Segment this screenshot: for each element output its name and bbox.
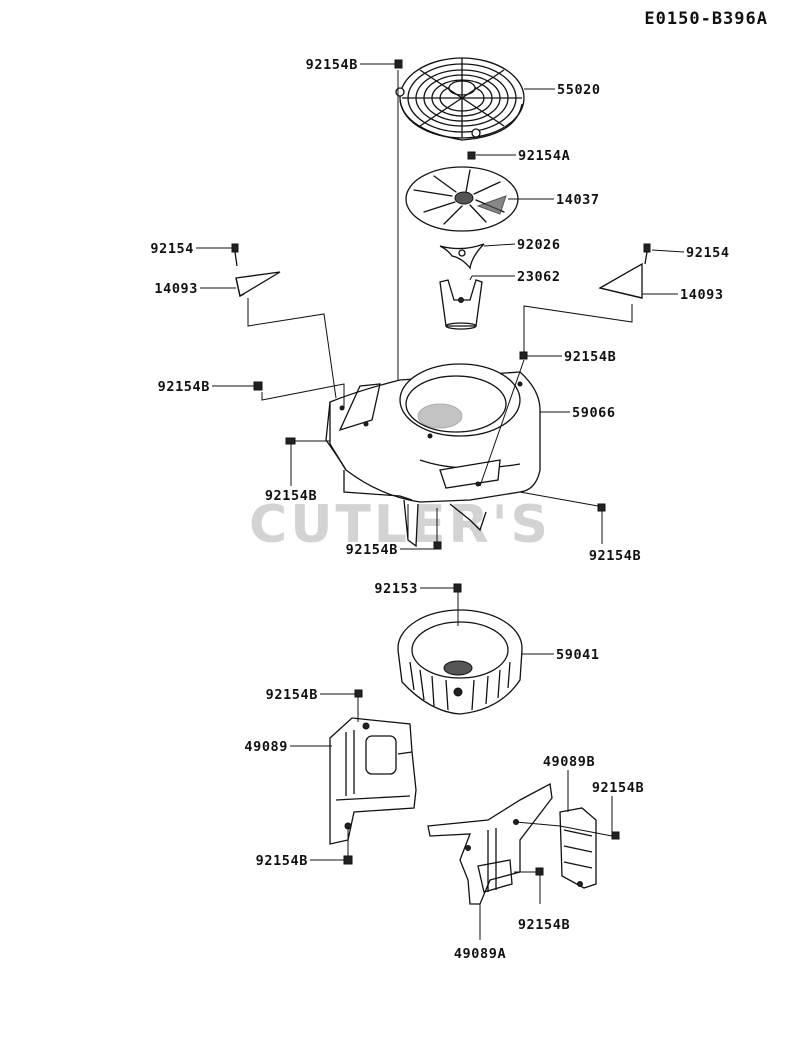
part-labels: 92154B 55020 92154A 14037 92154 14093 92… (150, 57, 729, 962)
label-screw-housing-right: 92154B (564, 349, 616, 365)
part-cover-49089a (427, 782, 553, 905)
part-cover-49089b (559, 807, 597, 889)
label-clamp-right: 14093 (680, 287, 724, 303)
label-cover-a: 49089A (454, 946, 506, 962)
part-clamp-left-14093 (231, 243, 281, 298)
label-flywheel: 59041 (556, 647, 600, 663)
label-housing: 59066 (572, 405, 616, 421)
part-fan-14037 (405, 166, 519, 232)
label-screw-right: 92154 (686, 245, 730, 261)
label-screw-cover-a: 92154B (518, 917, 570, 933)
part-flywheel-59041 (397, 609, 523, 715)
label-screw-a: 92154A (518, 148, 570, 164)
label-screw-cover-bottom: 92154B (256, 853, 308, 869)
watermark: CUTLER'S (249, 495, 551, 555)
diagram-code: E0150-B396A (644, 9, 768, 29)
label-fan: 14037 (556, 192, 600, 208)
label-screw-top: 92154B (306, 57, 358, 73)
label-plate: 92026 (517, 237, 561, 253)
part-clamp-right-14093 (598, 243, 651, 299)
label-screw-housing-bottom: 92154B (346, 542, 398, 558)
label-cover-left: 49089 (244, 739, 288, 755)
label-screw-housing-lower-left: 92154B (265, 488, 317, 504)
leader-lines (196, 63, 685, 940)
part-cover-49089 (329, 717, 417, 845)
label-screw-housing-lower-right: 92154B (589, 548, 641, 564)
label-screw-cover-top: 92154B (266, 687, 318, 703)
label-screw-flywheel: 92153 (374, 581, 418, 597)
label-cone: 23062 (517, 269, 561, 285)
label-screw-cover-b: 92154B (592, 780, 644, 796)
label-screen: 55020 (557, 82, 601, 98)
label-screw-housing-left: 92154B (158, 379, 210, 395)
part-plate-92026 (439, 243, 485, 270)
part-housing-59066 (325, 363, 541, 548)
label-screw-left: 92154 (150, 241, 194, 257)
part-cone-23062 (439, 279, 483, 330)
part-screen-55020 (395, 57, 525, 141)
label-clamp-left: 14093 (154, 281, 198, 297)
label-cover-b: 49089B (543, 754, 595, 770)
